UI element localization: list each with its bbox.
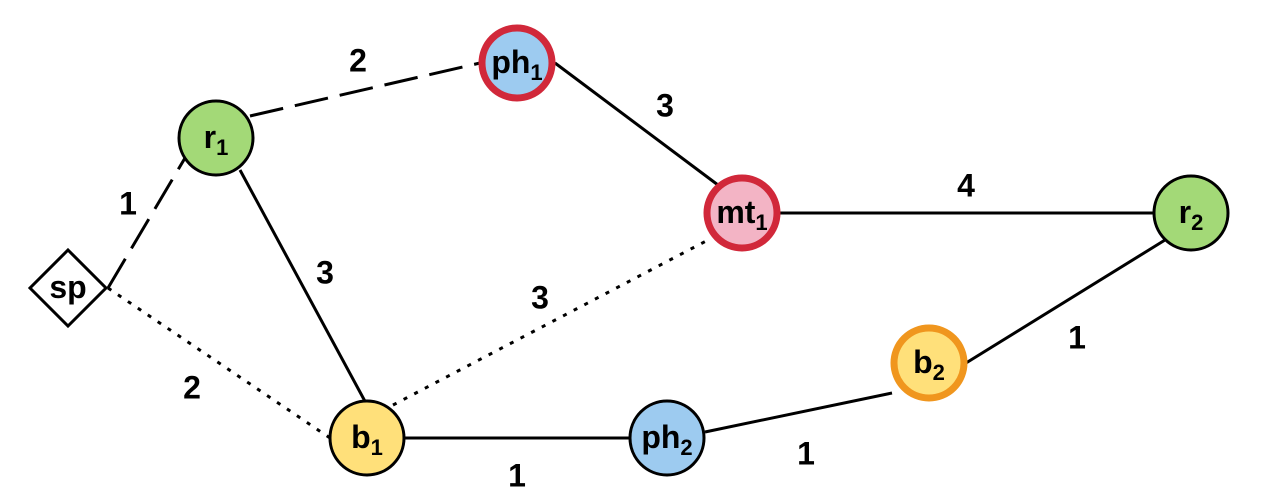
node-mt1-label-subscript: 1 xyxy=(755,210,767,235)
node-mt1: mt1 xyxy=(703,174,781,252)
node-ph1-label: ph1 xyxy=(491,44,542,84)
edge-weight-b1-mt1: 3 xyxy=(531,279,549,315)
node-ph2-shape xyxy=(628,399,706,477)
edge-ph1-mt1 xyxy=(554,61,719,187)
node-ph2-label-base: ph xyxy=(641,419,680,455)
node-ph1: ph1 xyxy=(478,24,556,102)
node-mt1-shape xyxy=(703,174,781,252)
node-ph1-label-base: ph xyxy=(491,44,530,80)
node-r1-label: r1 xyxy=(204,119,229,159)
node-b1-label: b1 xyxy=(351,419,383,459)
node-b2-label-base: b xyxy=(913,344,933,380)
edge-weight-mt1-r2: 4 xyxy=(957,167,975,203)
node-r2: r2 xyxy=(1152,174,1230,252)
node-sp-shape xyxy=(27,247,109,329)
node-r1-label-base: r xyxy=(204,119,216,155)
node-ph1-shape xyxy=(478,24,556,102)
node-mt1-label-base: mt xyxy=(716,194,755,230)
node-r1-label-subscript: 1 xyxy=(216,135,228,160)
edge-r1-ph1 xyxy=(249,61,481,118)
node-b2-shape xyxy=(890,324,968,402)
node-b2-label-subscript: 2 xyxy=(933,360,945,385)
edge-b2-r2 xyxy=(965,238,1166,365)
node-mt1-label: mt1 xyxy=(716,194,767,234)
edge-weight-b1-ph2: 1 xyxy=(508,457,526,493)
edge-b1-mt1 xyxy=(392,238,709,407)
edge-weight-r1-ph1: 2 xyxy=(349,42,367,78)
edges-layer xyxy=(106,61,1166,440)
node-ph1-label-subscript: 1 xyxy=(530,60,542,85)
node-b2: b2 xyxy=(890,324,968,402)
edge-sp-b1 xyxy=(107,286,331,440)
edge-sp-r1 xyxy=(106,157,187,289)
node-b1-label-base: b xyxy=(351,419,371,455)
edge-weight-r1-b1: 3 xyxy=(316,254,334,290)
edge-weight-sp-r1: 1 xyxy=(119,185,137,221)
node-b2-label: b2 xyxy=(913,344,945,384)
node-r2-label: r2 xyxy=(1179,194,1204,234)
node-r1-shape xyxy=(177,99,255,177)
node-r2-shape xyxy=(1152,174,1230,252)
edge-ph2-b2 xyxy=(704,391,893,434)
edge-weight-b2-r2: 1 xyxy=(1068,319,1086,355)
node-sp: sp xyxy=(27,247,109,329)
edge-weight-ph1-mt1: 3 xyxy=(656,87,674,123)
edge-weights-layer: 1 2 2 3 3 3 4 1 1 1 xyxy=(119,42,1086,493)
node-sp-label-base: sp xyxy=(49,269,86,305)
node-ph2-label-subscript: 2 xyxy=(680,435,692,460)
edge-r1-b1 xyxy=(238,169,369,406)
node-r2-label-subscript: 2 xyxy=(1191,210,1203,235)
node-r2-label-base: r xyxy=(1179,194,1191,230)
node-b1: b1 xyxy=(328,399,406,477)
edge-weight-sp-b1: 2 xyxy=(183,369,201,405)
node-b1-shape xyxy=(328,399,406,477)
node-ph2-label: ph2 xyxy=(641,419,692,459)
node-sp-label: sp xyxy=(49,269,86,305)
node-r1: r1 xyxy=(177,99,255,177)
node-b1-label-subscript: 1 xyxy=(371,435,383,460)
node-ph2: ph2 xyxy=(628,399,706,477)
edge-weight-ph2-b2: 1 xyxy=(797,435,815,471)
